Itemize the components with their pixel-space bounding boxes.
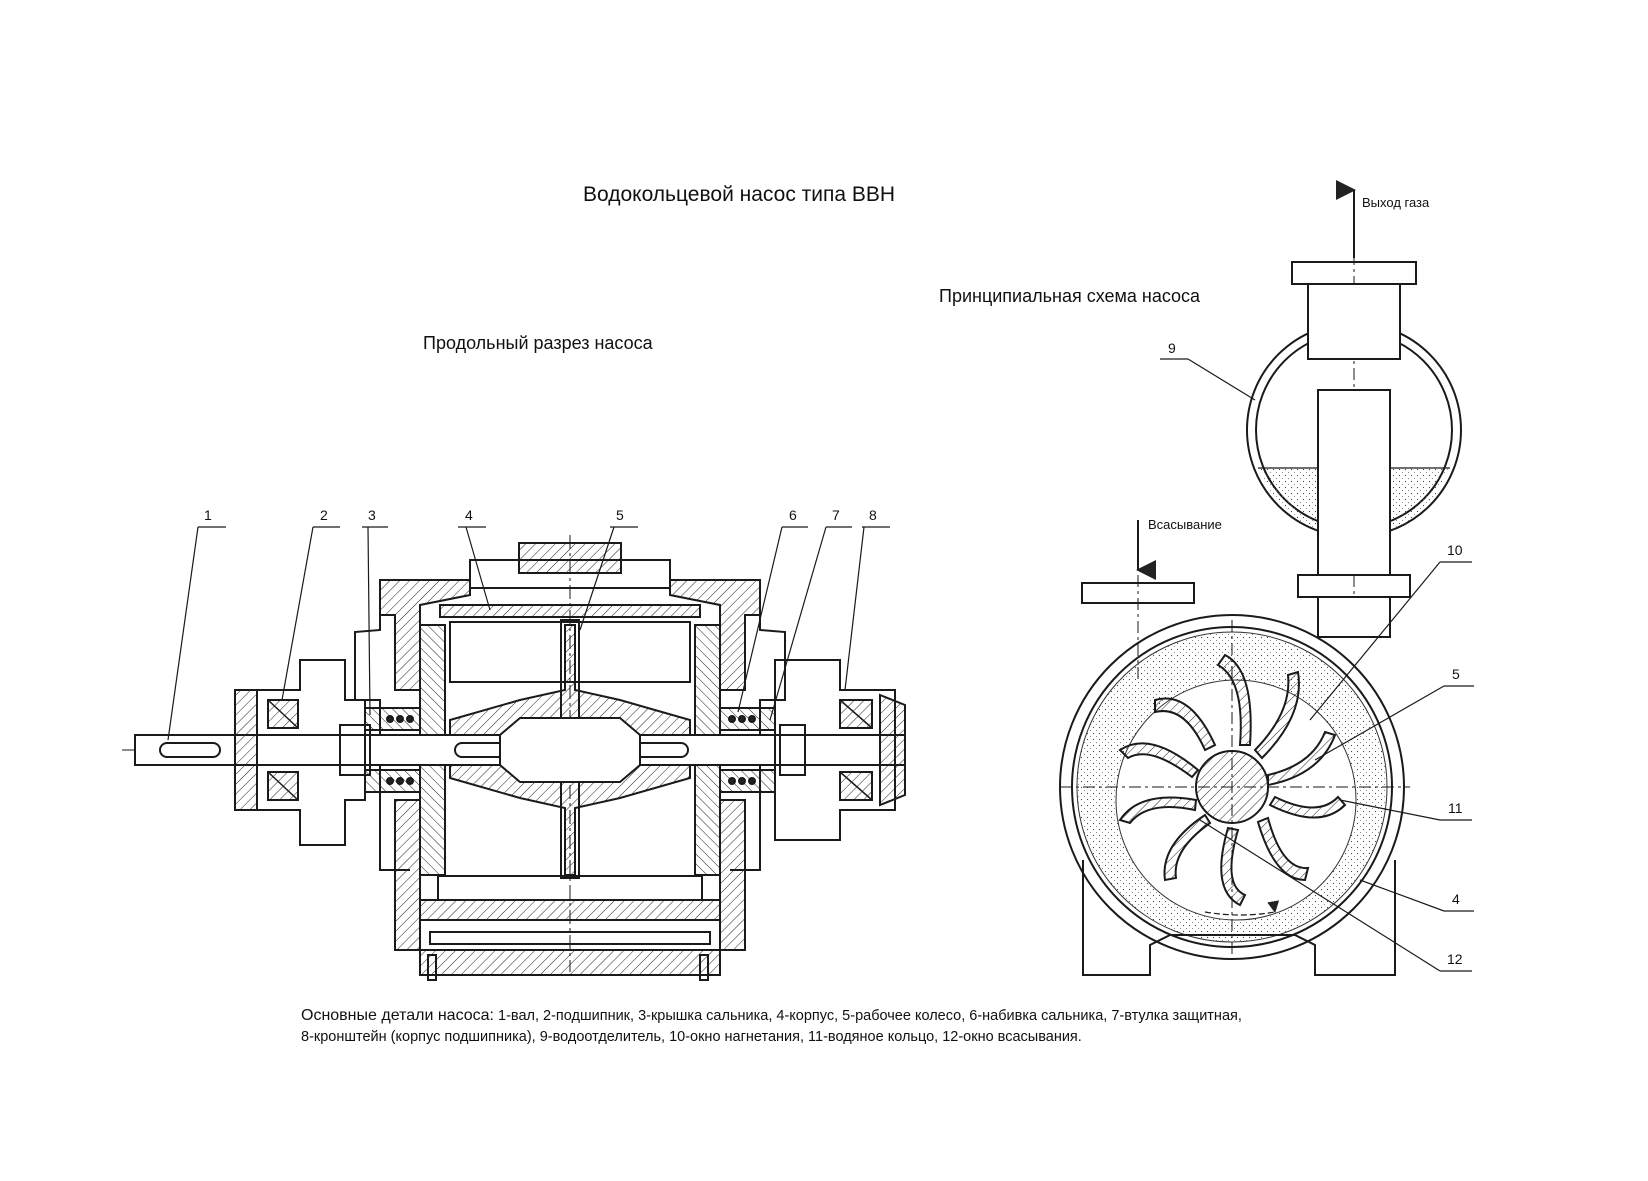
callout-12: 12 bbox=[1447, 951, 1463, 967]
section-callout-leaders bbox=[167, 526, 890, 741]
callout-8: 8 bbox=[869, 507, 877, 523]
impeller-blades bbox=[1118, 653, 1347, 907]
callout-11: 11 bbox=[1448, 800, 1463, 816]
parts-caption: Основные детали насоса: 1-вал, 2-подшипн… bbox=[301, 1007, 1242, 1025]
callout-3: 3 bbox=[368, 507, 376, 523]
riser-pipe bbox=[1317, 389, 1391, 576]
casing-bottom bbox=[419, 899, 721, 921]
right-bearing-housing bbox=[774, 659, 896, 841]
callout-5: 5 bbox=[616, 507, 624, 523]
gas-outlet-label: Выход газа bbox=[1362, 195, 1430, 210]
casing bbox=[439, 604, 701, 618]
base-block bbox=[419, 949, 721, 976]
callout-2: 2 bbox=[320, 507, 328, 523]
schema-callout-leaders bbox=[1160, 358, 1474, 972]
callout-4-schema: 4 bbox=[1452, 891, 1460, 907]
callout-7: 7 bbox=[832, 507, 840, 523]
caption-lead: Основные детали насоса: bbox=[301, 1007, 494, 1024]
rotation-arrow bbox=[1204, 900, 1280, 916]
parts-caption-line-2: 8-кронштейн (корпус подшипника), 9-водоо… bbox=[301, 1029, 1082, 1045]
callout-9: 9 bbox=[1168, 340, 1176, 356]
callout-4: 4 bbox=[465, 507, 473, 523]
caption-line-1: 1-вал, 2-подшипник, 3-крышка сальника, 4… bbox=[498, 1008, 1242, 1024]
schema-title: Принципиальная схема насоса bbox=[939, 286, 1201, 306]
longitudinal-section bbox=[122, 526, 906, 981]
suction-label: Всасывание bbox=[1148, 517, 1222, 532]
section-view-title: Продольный разрез насоса bbox=[423, 333, 653, 353]
callout-1: 1 bbox=[204, 507, 212, 523]
left-bearing-housing bbox=[234, 659, 366, 846]
callout-5-schema: 5 bbox=[1452, 666, 1460, 682]
callout-6: 6 bbox=[789, 507, 797, 523]
impeller-hub bbox=[499, 717, 641, 783]
top-flange bbox=[518, 542, 622, 574]
page-title: Водокольцевой насос типа ВВН bbox=[583, 183, 896, 206]
housing-lower-left bbox=[394, 799, 421, 951]
housing-lower-right bbox=[719, 799, 746, 951]
callout-10: 10 bbox=[1447, 542, 1463, 558]
principle-schema bbox=[1059, 180, 1474, 976]
